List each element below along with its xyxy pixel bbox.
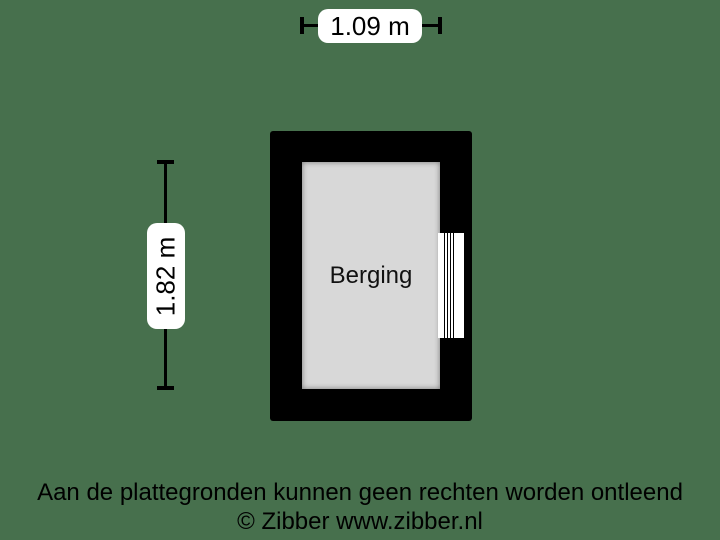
room-floor (302, 162, 440, 389)
width-dimension-tick-left (300, 17, 304, 34)
width-dimension-value: 1.09 m (330, 10, 410, 41)
height-dimension-value: 1.82 m (150, 236, 181, 316)
width-dimension-label: 1.09 m (318, 9, 422, 43)
footer-disclaimer: Aan de plattegronden kunnen geen rechten… (37, 479, 683, 506)
footer-copyright: © Zibber www.zibber.nl (237, 508, 483, 535)
footer: Aan de plattegronden kunnen geen rechten… (0, 478, 720, 536)
height-dimension-tick-bottom (157, 386, 174, 390)
door-hatch-lines (444, 233, 455, 338)
door-hatch-icon (438, 233, 464, 338)
height-dimension-label: 1.82 m (147, 223, 185, 329)
height-dimension-tick-top (157, 160, 174, 164)
width-dimension-tick-right (438, 17, 442, 34)
